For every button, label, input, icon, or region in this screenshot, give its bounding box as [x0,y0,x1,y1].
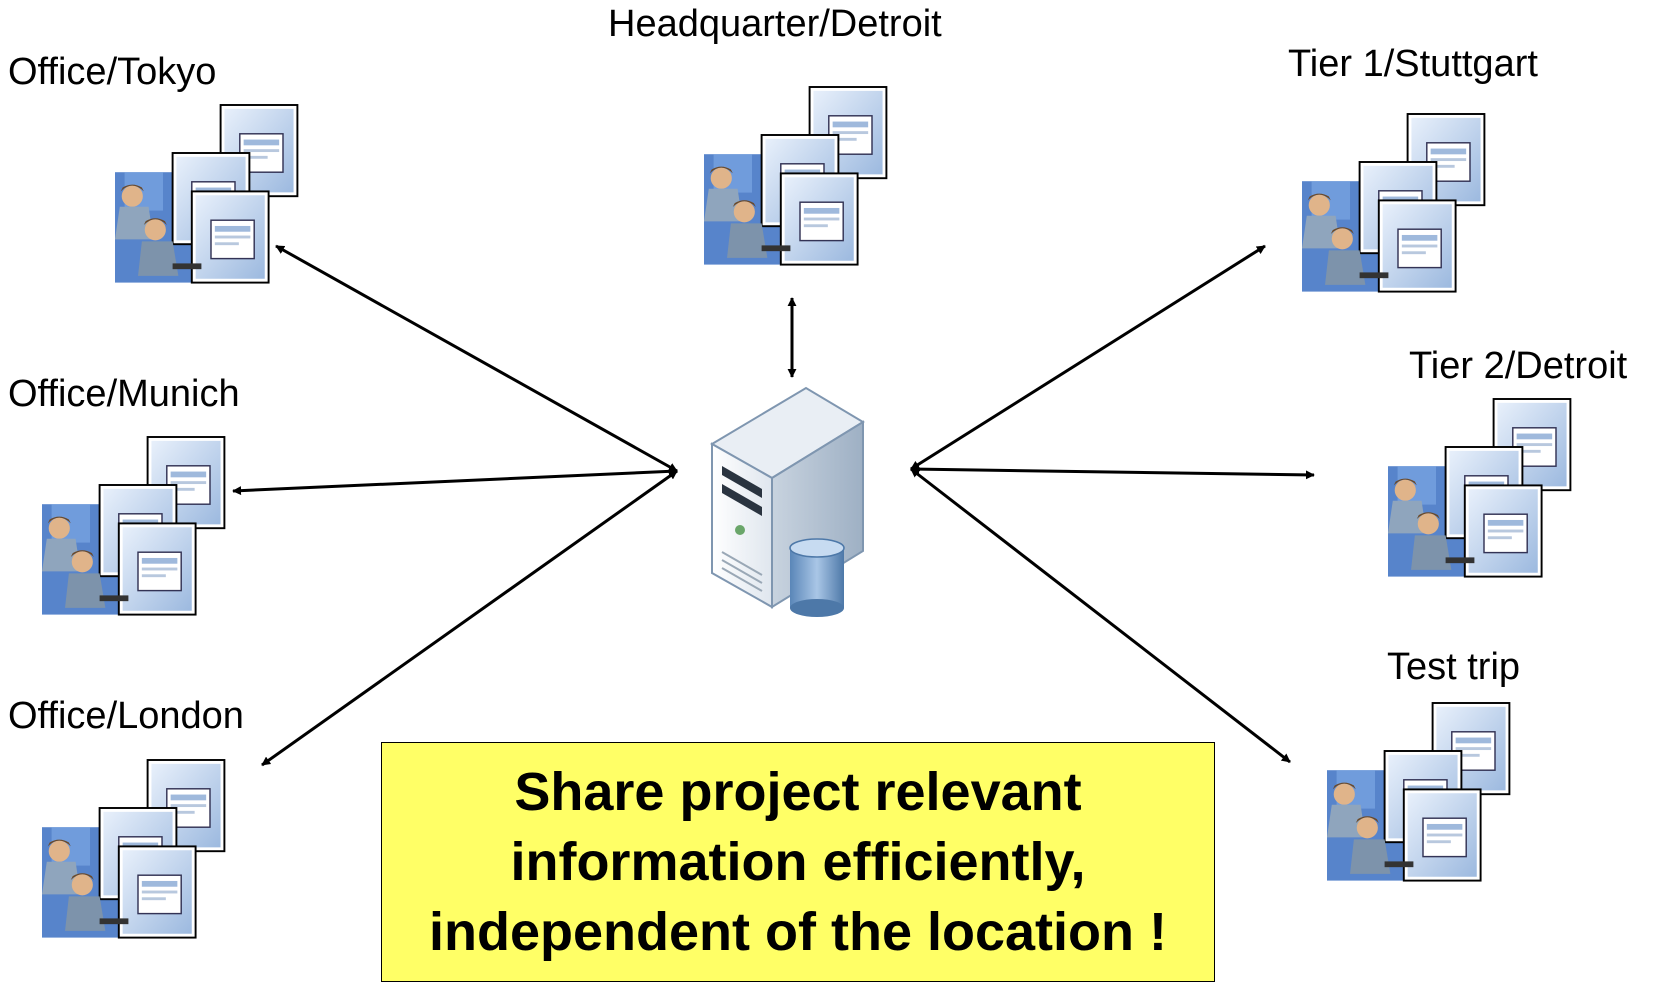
workstation-icon-tier1 [1301,113,1486,293]
label-office-tokyo: Office/Tokyo [8,51,217,93]
workstation-icon-london [41,759,226,939]
arrow-tier1 [910,244,1266,471]
workstation-icon-headquarter [703,86,888,266]
arrow-tokyo [275,244,678,473]
server-database-icon [710,386,865,617]
workstation-icon-testtrip [1326,702,1511,882]
label-tier1-stuttgart: Tier 1/Stuttgart [1288,43,1538,85]
workstation-icon-tokyo [114,104,299,284]
arrow-testtrip [910,467,1291,764]
callout-box: Share project relevant information effic… [381,742,1215,982]
label-headquarter-detroit: Headquarter/Detroit [608,3,942,45]
workstation-icon-munich [41,436,226,616]
label-office-london: Office/London [8,695,244,737]
label-test-trip: Test trip [1387,646,1521,688]
label-tier2-detroit: Tier 2/Detroit [1409,345,1628,387]
arrow-munich [232,466,678,496]
arrow-london [261,469,678,767]
arrow-tier2 [910,464,1315,480]
label-office-munich: Office/Munich [8,373,240,415]
callout-text: Share project relevant information effic… [429,762,1167,962]
workstation-icon-tier2 [1387,398,1572,578]
